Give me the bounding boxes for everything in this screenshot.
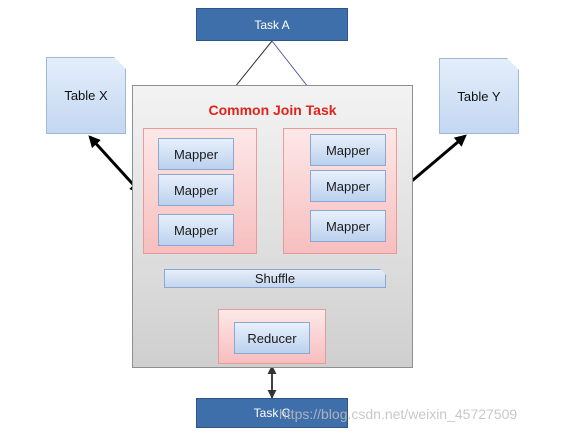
left-mapper-1: Mapper — [158, 138, 234, 170]
right-mapper-2: Mapper — [310, 170, 386, 202]
left-mapper-2: Mapper — [158, 174, 234, 206]
left-mapper-3: Mapper — [158, 214, 234, 246]
table-y-box: Table Y — [439, 58, 519, 134]
shuffle-label: Shuffle — [254, 271, 296, 286]
task-a-label: Task A — [254, 17, 290, 32]
mapper-label: Mapper — [325, 142, 371, 158]
task-c-label: Task C — [253, 406, 291, 420]
table-y-label: Table Y — [457, 88, 501, 104]
mapper-label: Mapper — [173, 222, 219, 238]
watermark-text: https://blog.csdn.net/weixin_45727509 — [279, 406, 518, 422]
right-mapper-3: Mapper — [310, 210, 386, 242]
mapper-label: Mapper — [325, 218, 371, 234]
table-x-label: Table X — [64, 88, 108, 103]
task-a-box: Task A — [196, 8, 348, 41]
right-mapper-1: Mapper — [310, 134, 386, 166]
mapper-label: Mapper — [173, 146, 219, 162]
reducer-label: Reducer — [247, 330, 297, 346]
common-join-task-title: Common Join Task — [208, 102, 337, 118]
reducer-box: Reducer — [234, 322, 310, 354]
mapper-label: Mapper — [173, 182, 219, 198]
table-x-link-arrow — [88, 135, 142, 194]
task-c-box: Task C — [196, 398, 348, 428]
mapper-label: Mapper — [325, 178, 371, 194]
table-x-box: Table X — [46, 57, 126, 134]
shuffle-bar: Shuffle — [164, 269, 386, 288]
